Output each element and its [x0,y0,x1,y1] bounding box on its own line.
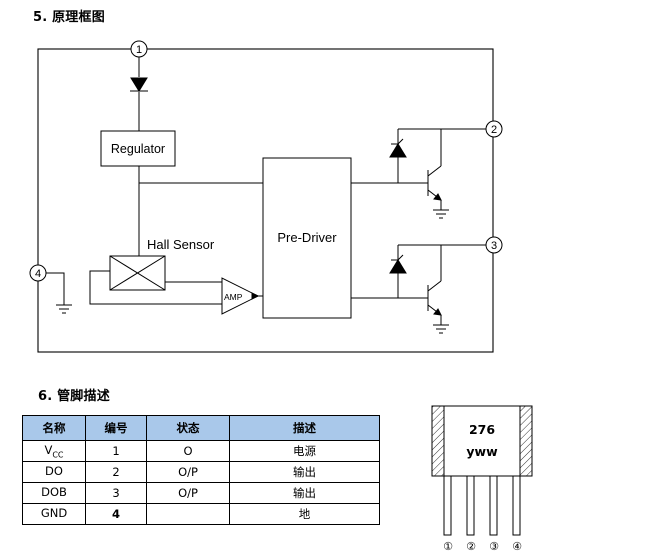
amp-out-arrow [251,292,260,300]
cell-number: 3 [85,482,147,504]
cell-number: 4 [85,503,147,525]
zener-upper [389,143,407,158]
pin-2-circle [485,120,503,138]
package-pin-1 [443,475,452,536]
cell-description: 地 [229,503,380,525]
pin-table: 名称 编号 状态 描述 VCC 1 O 电源 DO 2 O/P 输出 DOB 3… [22,415,380,525]
regulator-label: Regulator [111,142,165,156]
cell-description: 电源 [229,440,380,462]
pin-3-circle [485,236,503,254]
table-row: DO 2 O/P 输出 [22,461,380,483]
package-pin-2 [466,475,475,536]
package-drawing: 276 yww ① ② ③ ④ [431,405,533,553]
pin-1-circle [130,40,148,58]
cell-description: 输出 [229,461,380,483]
amp-triangle [221,277,260,315]
package-marking-line2: yww [466,444,498,459]
pre-driver-label: Pre-Driver [277,230,337,245]
cell-state: O/P [146,461,230,483]
cell-name: GND [22,503,86,525]
ground-symbol-upper [433,209,449,219]
package-pin-mark-3: ③ [489,540,499,553]
package-pin-3 [489,475,498,536]
package-marking-line1: 276 [469,422,495,437]
pin-1-label: 1 [136,44,142,56]
cell-number: 2 [85,461,147,483]
emitter-arrow-upper [433,193,442,201]
table-row: DOB 3 O/P 输出 [22,482,380,504]
ground-symbol-pin4 [56,304,72,314]
hall-sensor-element [109,255,166,291]
regulator-box [100,130,176,167]
package-pin-mark-4: ④ [512,540,522,553]
pin-4-label: 4 [35,268,41,280]
cell-name: VCC [22,440,86,462]
section-5-heading: 5. 原理框图 [33,10,105,25]
header-number: 编号 [85,415,147,441]
input-diode [130,77,148,92]
header-name: 名称 [22,415,86,441]
cell-name: DOB [22,482,86,504]
pin-3-label: 3 [491,240,497,252]
section-6-heading: 6. 管脚描述 [38,389,110,404]
table-row: VCC 1 O 电源 [22,440,380,462]
ground-symbol-lower [433,324,449,334]
diagram-frame [37,48,494,353]
cell-description: 输出 [229,482,380,504]
emitter-arrow-lower [433,308,442,316]
cell-state: O [146,440,230,462]
cell-state: O/P [146,482,230,504]
package-pin-4 [512,475,521,536]
pin-4-circle [29,264,47,282]
amp-label: AMP [224,292,243,302]
package-body [431,405,533,477]
pin-table-header: 名称 编号 状态 描述 [22,415,380,441]
package-hatch-left [431,405,445,477]
package-pin-mark-2: ② [466,540,476,553]
cell-name: DO [22,461,86,483]
zener-lower [389,259,407,274]
pre-driver-box [262,157,352,319]
cell-number: 1 [85,440,147,462]
block-diagram: 1 2 3 4 Regulator Hall Sensor Pre-Driver… [29,40,503,353]
cell-state [146,503,230,525]
package-pin-mark-1: ① [443,540,453,553]
table-row: GND 4 地 [22,503,380,525]
package-hatch-right [519,405,533,477]
pin-2-label: 2 [491,124,497,136]
header-state: 状态 [146,415,230,441]
hall-sensor-label: Hall Sensor [147,237,215,252]
header-description: 描述 [229,415,380,441]
